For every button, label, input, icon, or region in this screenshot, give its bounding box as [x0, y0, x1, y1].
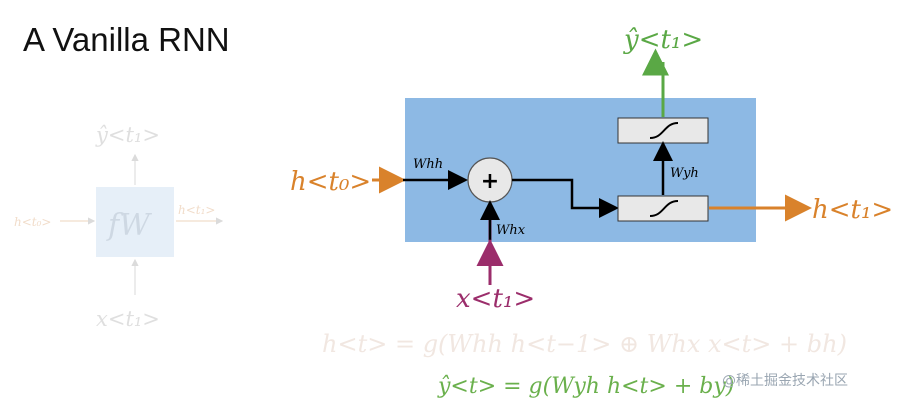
w-hh-label: Whh [413, 157, 443, 172]
faded-fw-box [96, 187, 174, 257]
plus-sign: + [481, 169, 499, 194]
x-input-label: x<t₁> [456, 284, 535, 314]
h-input-label: h<t₀> [290, 167, 371, 197]
faded-h-out-label: h<t₁> [178, 203, 215, 217]
y-output-label: ŷ<t₁> [623, 25, 703, 55]
watermark: @稀土掘金技术社区 [722, 373, 848, 389]
page-title: A Vanilla RNN [23, 21, 230, 58]
faded-h-in-label: h<t₀> [14, 215, 51, 229]
hidden-sigmoid-icon [649, 200, 679, 217]
output-sigmoid-icon [649, 122, 679, 139]
faded-y-label: ŷ<t₁> [95, 123, 160, 147]
hidden-state-equation: h<t> = g(Whh h<t−1> ⊕ Whx x<t> + bh) [322, 330, 847, 358]
w-yh-label: Wyh [670, 166, 699, 181]
faded-rnn-cell: fW ŷ<t₁> h<t₀> h<t₁> x<t₁> [14, 123, 224, 331]
output-equation: ŷ<t> = g(Wyh h<t> + by) [437, 374, 734, 399]
faded-x-label: x<t₁> [96, 307, 160, 331]
w-hx-label: Whx [496, 223, 526, 238]
h-output-label: h<t₁> [812, 195, 893, 225]
plus-to-activation-arrow [512, 178, 619, 218]
faded-fw-label: fW [106, 208, 152, 243]
